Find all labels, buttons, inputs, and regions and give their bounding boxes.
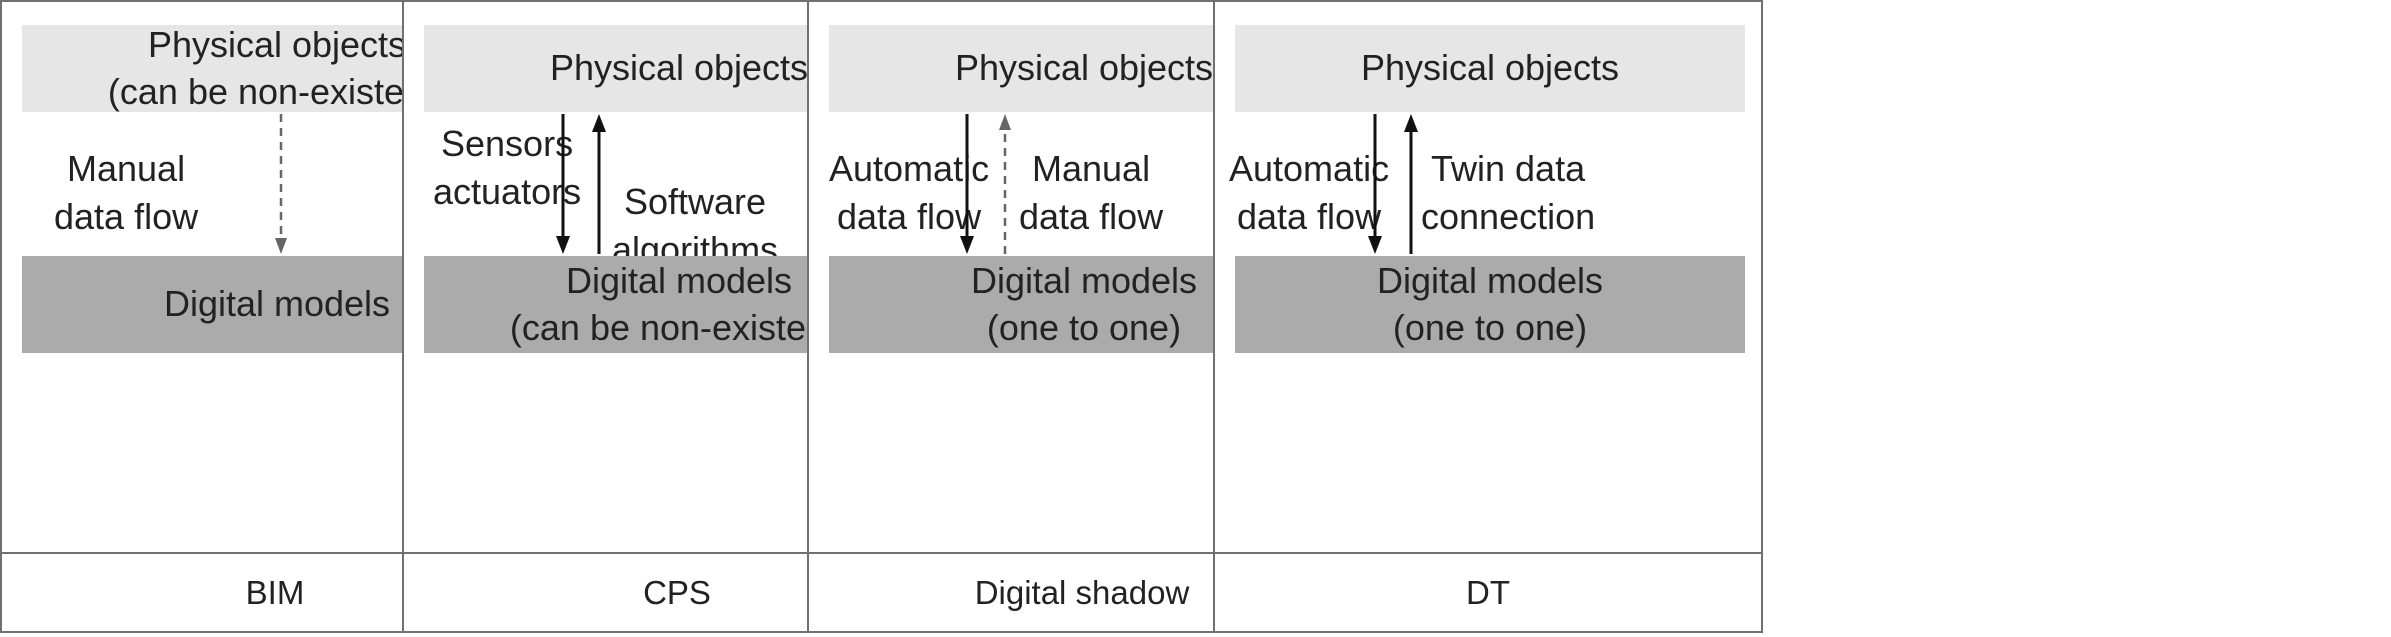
left-flow-label: Sensors actuators	[433, 120, 581, 216]
label-line: data flow	[1236, 195, 1382, 237]
label-line: Software	[623, 181, 767, 222]
panel-caption: CPS	[404, 552, 950, 631]
panel-caption: BIM	[2, 552, 548, 631]
label-line: Manual	[1032, 148, 1151, 189]
flow-arrows	[960, 114, 1011, 254]
box-line: Physical objects	[954, 47, 1214, 89]
panel-caption: Digital shadow	[809, 552, 1355, 631]
box-line: Digital models	[970, 259, 1198, 301]
label-line: connection	[1421, 195, 1596, 237]
flow-arrows	[1368, 114, 1418, 254]
label-line: data flow	[54, 195, 199, 237]
box-line: Physical objects	[147, 23, 407, 65]
left-flow-label: Automatic data flow	[1229, 145, 1389, 241]
arrowhead-up	[999, 114, 1011, 130]
arrowhead-down	[556, 236, 570, 254]
box-line: (can be non-existent)	[107, 70, 447, 112]
flow-arrows	[556, 114, 606, 254]
left-flow-label: Manual data flow	[54, 145, 198, 241]
left-flow-label: Automatic data flow	[829, 145, 989, 241]
box-line: (one to one)	[986, 306, 1182, 348]
label-line: Automatic	[829, 148, 990, 189]
label-line: Manual	[67, 148, 186, 189]
box-line: (one to one)	[1392, 306, 1588, 348]
panel-caption: DT	[1215, 552, 1761, 631]
box-line: Digital models	[163, 283, 391, 325]
digital-models-box: Digital models (one to one)	[1235, 256, 1745, 353]
label-line: Twin data	[1431, 148, 1586, 189]
label-line: data flow	[836, 195, 982, 237]
flow-arrows	[275, 114, 287, 254]
box-line: Physical objects	[549, 47, 809, 89]
right-flow-label: Manual data flow	[1019, 145, 1163, 241]
arrowhead-up	[592, 114, 606, 132]
label-line: actuators	[433, 170, 582, 212]
box-line: Digital models	[1376, 259, 1604, 301]
label-line: data flow	[1019, 195, 1164, 237]
arrowhead-down	[960, 236, 974, 254]
arrowhead-down	[1368, 236, 1382, 254]
box-line: Digital models	[565, 259, 793, 301]
physical-objects-box: Physical objects	[1235, 25, 1745, 112]
right-flow-label: Twin data connection	[1421, 145, 1595, 241]
arrowhead-down	[275, 238, 287, 254]
box-line: Physical objects	[1360, 47, 1620, 89]
box-line: (can be non-existent)	[509, 306, 849, 348]
arrowhead-up	[1404, 114, 1418, 132]
label-line: Sensors	[441, 123, 574, 164]
panel-dt: Physical objects Automatic data flow Twi…	[1213, 0, 1763, 633]
label-line: Automatic	[1229, 148, 1390, 189]
